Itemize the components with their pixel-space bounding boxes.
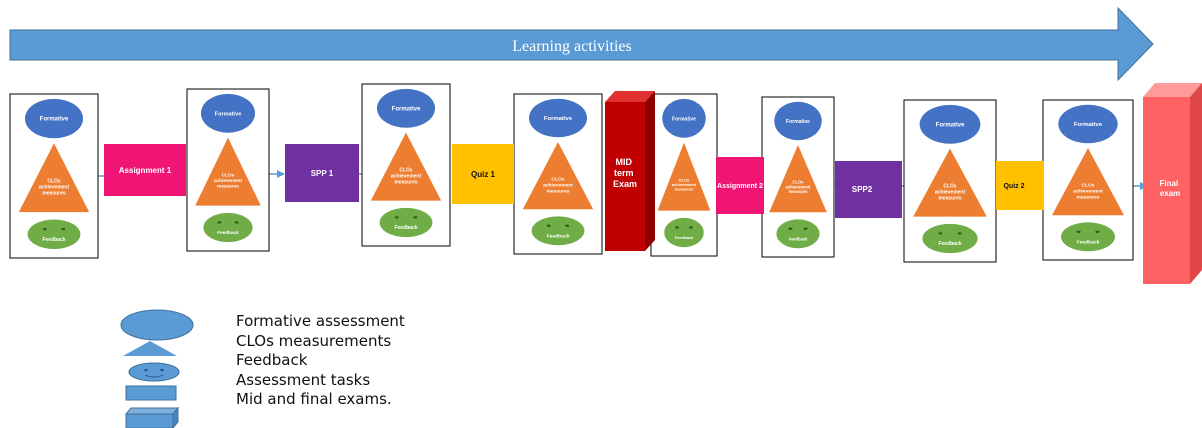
- final-exam-block: Final exam: [1143, 83, 1202, 284]
- learning-activities-banner: Learning activities: [9, 6, 1154, 82]
- feedback-face: [776, 219, 820, 249]
- formative-circle: [376, 88, 436, 128]
- clos-triangle: [657, 142, 711, 211]
- formative-circle: [662, 98, 706, 138]
- legend-clos-text: CLOs measurements: [236, 331, 392, 350]
- spp-1-label: SPP 1: [311, 169, 334, 178]
- final-exam-label: Final exam: [1160, 179, 1181, 198]
- assignment-1-label: Assignment 1: [119, 166, 172, 175]
- spp-2-label: SPP2: [852, 185, 873, 194]
- feedback-face: [27, 219, 81, 249]
- clos-triangle: [913, 148, 987, 217]
- feedback-label: Feedback: [675, 235, 694, 240]
- feedback-label: Feedback: [789, 236, 809, 241]
- formative-label: Formative: [392, 106, 421, 112]
- formative-circle: [528, 98, 588, 138]
- spp-2-block: SPP2: [835, 161, 902, 218]
- feedback-label: Feedback: [394, 225, 417, 231]
- legend-feedback-text: Feedback: [236, 351, 308, 370]
- clos-triangle: [18, 143, 90, 213]
- assignment-2-label: Assignment 2: [717, 183, 763, 190]
- formative-circle: [200, 93, 256, 133]
- feedback-face: [203, 212, 253, 243]
- assignment-2-block: Assignment 2: [716, 157, 764, 214]
- midterm-label: MID term Exam: [613, 157, 637, 189]
- legend-formative-text: Formative assessment: [236, 312, 405, 330]
- formative-label: Formative: [40, 117, 69, 123]
- feedback-face: [664, 217, 704, 248]
- spp-1-block: SPP 1: [285, 144, 359, 202]
- feedback-face: [1061, 222, 1115, 252]
- clos-triangle: [769, 145, 827, 213]
- feedback-face: [379, 207, 433, 238]
- feedback-label: Feedback: [938, 241, 961, 247]
- formative-label: Formative: [1074, 122, 1103, 128]
- legend-feedback-shape: [128, 362, 180, 382]
- formative-circle: [24, 98, 84, 139]
- formative-label: Formative: [936, 122, 965, 128]
- midterm-exam-block: MID term Exam: [605, 91, 655, 251]
- banner-label: Learning activities: [512, 38, 632, 55]
- quiz-1-block: Quiz 1: [452, 144, 514, 204]
- legend-shapes: [120, 309, 194, 428]
- feedback-face: [922, 223, 978, 254]
- feedback-face: [531, 216, 585, 246]
- legend-task-shape: [125, 385, 177, 401]
- formative-label: Formative: [544, 116, 573, 122]
- clos-triangle: [370, 132, 442, 201]
- clos-triangle: [1052, 148, 1124, 216]
- clos-triangle: [195, 137, 261, 206]
- legend-exam-shape: [124, 406, 180, 428]
- feedback-label: Feedback: [547, 233, 570, 239]
- feedback-label: Feedback: [217, 230, 239, 235]
- formative-label: Formative: [786, 119, 810, 125]
- quiz-1-label: Quiz 1: [471, 170, 496, 179]
- legend-exams-text: Mid and final exams.: [236, 390, 392, 409]
- formative-circle: [774, 101, 822, 141]
- assignment-1-block: Assignment 1: [104, 144, 186, 196]
- formative-circle: [919, 104, 981, 144]
- formative-label: Formative: [215, 111, 242, 117]
- feedback-label: Feedback: [1077, 239, 1100, 245]
- legend-tasks-text: Assessment tasks: [236, 370, 371, 389]
- quiz-2-label: Quiz 2: [1003, 183, 1024, 190]
- formative-label: Formative: [672, 116, 696, 122]
- clos-triangle: [522, 142, 594, 210]
- quiz-2-block: Quiz 2: [996, 161, 1044, 210]
- legend: Formative assessment CLOs measurements F…: [236, 312, 405, 410]
- formative-circle: [1058, 104, 1118, 144]
- legend-formative-shape: [120, 309, 194, 341]
- legend-clos-shape: [123, 341, 177, 356]
- feedback-label: Feedback: [42, 237, 65, 243]
